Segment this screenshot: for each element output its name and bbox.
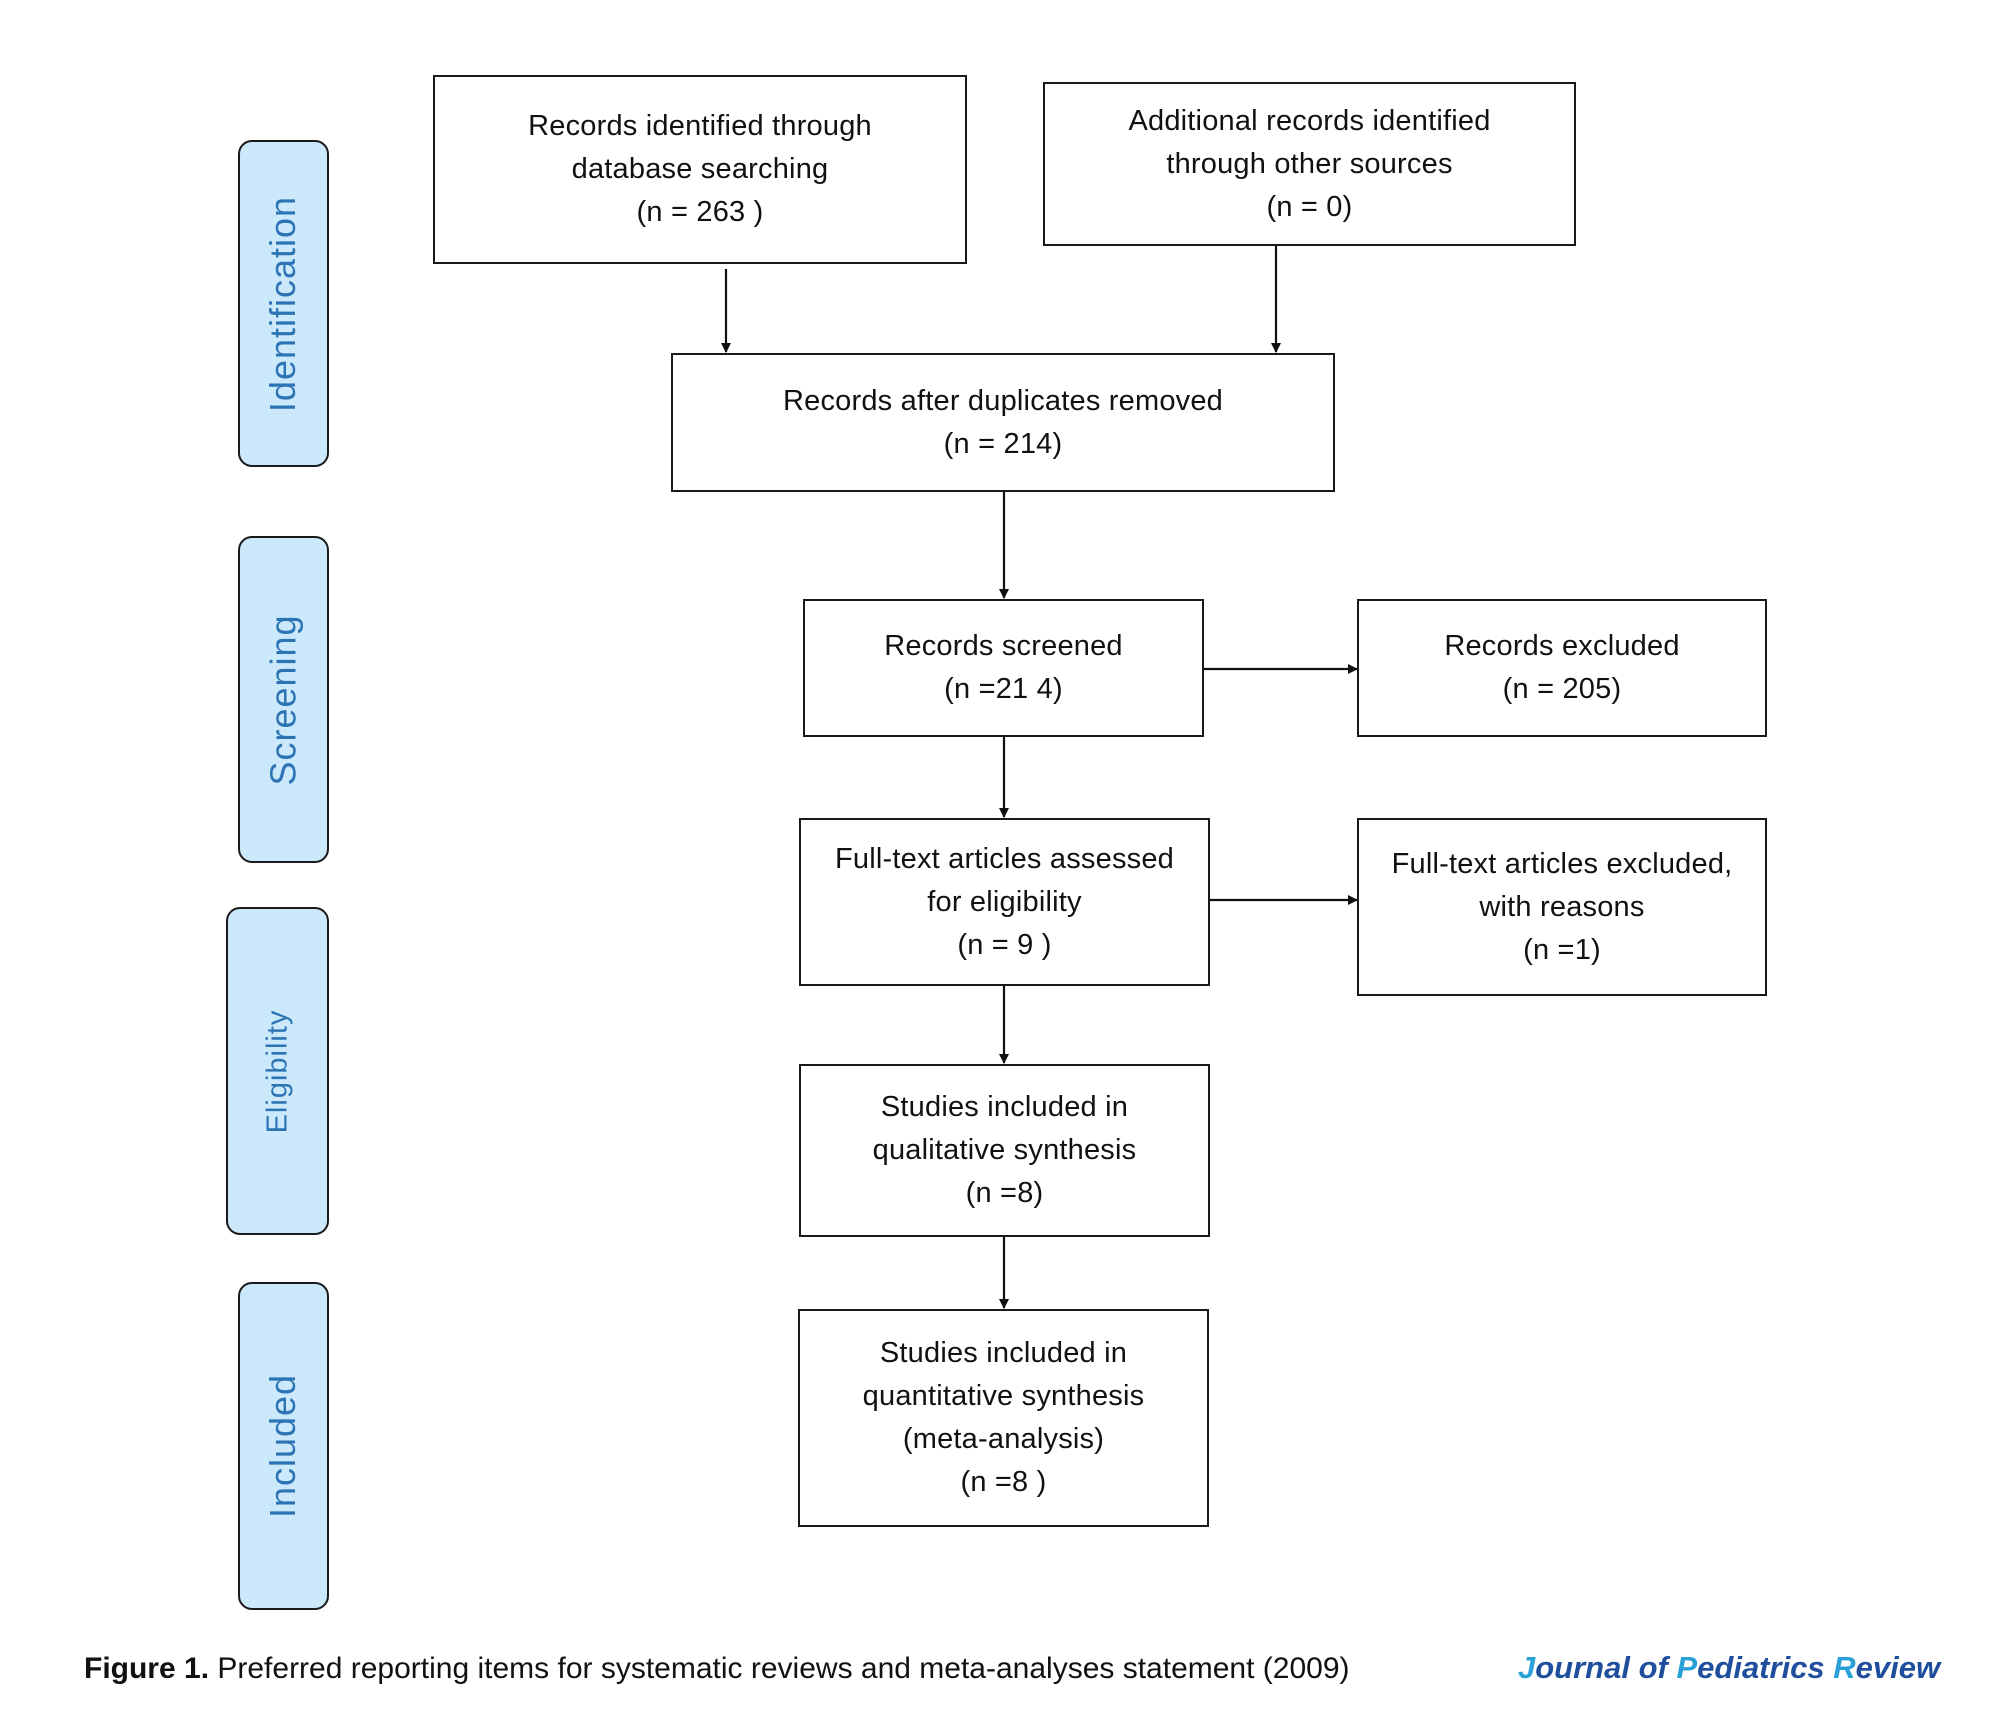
box-records-excluded: Records excluded (n = 205): [1357, 599, 1767, 737]
box-line: Full-text articles excluded,: [1391, 847, 1733, 880]
logo-text-ediatrics: ediatrics: [1697, 1650, 1834, 1685]
logo-text-eview: eview: [1855, 1650, 1941, 1685]
box-line: Records excluded: [1444, 630, 1680, 662]
box-fulltext-excluded-text: Full-text articles excluded, with reason…: [1392, 843, 1733, 972]
box-line: (n = 0): [1266, 190, 1353, 223]
box-fulltext-assessed: Full-text articles assessed for eligibil…: [799, 818, 1210, 986]
logo-letter-p: P: [1676, 1650, 1698, 1685]
box-records-screened: Records screened (n =21 4): [803, 599, 1204, 737]
box-line: Studies included in: [880, 1091, 1129, 1123]
box-line: Records screened: [884, 630, 1123, 662]
box-qualitative-synthesis-text: Studies included in qualitative synthesi…: [873, 1086, 1137, 1215]
box-line: Records identified through: [528, 110, 872, 142]
phase-identification: Identification: [238, 140, 329, 467]
logo-letter-r: R: [1833, 1650, 1856, 1685]
logo-letter-j: J: [1518, 1650, 1536, 1685]
figure-label: Figure 1.: [84, 1652, 210, 1685]
box-line: (meta-analysis): [902, 1423, 1105, 1455]
box-other-records-text: Additional records identified through ot…: [1128, 100, 1490, 229]
box-line: (n =8): [965, 1177, 1044, 1209]
figure-caption: Figure 1. Preferred reporting items for …: [84, 1652, 1350, 1686]
box-line: Studies included in: [879, 1337, 1128, 1369]
box-quantitative-synthesis: Studies included in quantitative synthes…: [798, 1309, 1209, 1527]
box-line: through other sources: [1166, 147, 1453, 180]
phase-screening: Screening: [238, 536, 329, 863]
box-qualitative-synthesis: Studies included in qualitative synthesi…: [799, 1064, 1210, 1237]
phase-identification-label: Identification: [262, 195, 304, 412]
logo-text-ournal-of: ournal of: [1535, 1650, 1677, 1685]
box-line: (n = 214): [943, 427, 1063, 460]
box-line: (n =1): [1523, 933, 1601, 966]
box-line: (n =21 4): [944, 673, 1063, 705]
box-fulltext-excluded: Full-text articles excluded, with reason…: [1357, 818, 1767, 996]
box-line: database searching: [571, 153, 829, 185]
box-line: (n = 9 ): [957, 928, 1052, 961]
box-line: (n = 205): [1502, 673, 1622, 705]
box-records-screened-text: Records screened (n =21 4): [884, 625, 1123, 711]
phase-included-label: Included: [262, 1373, 304, 1519]
journal-logo: Journal of Pediatrics Review: [1518, 1650, 1940, 1686]
box-line: qualitative synthesis: [872, 1134, 1137, 1166]
box-line: Full-text articles assessed: [834, 842, 1174, 875]
box-line: for eligibility: [927, 885, 1082, 918]
box-line: quantitative synthesis: [862, 1380, 1145, 1412]
phase-eligibility: Eligibility: [226, 907, 329, 1235]
box-fulltext-assessed-text: Full-text articles assessed for eligibil…: [835, 838, 1174, 967]
box-database-records-text: Records identified through database sear…: [528, 105, 872, 234]
box-line: Records after duplicates removed: [783, 384, 1223, 417]
phase-eligibility-label: Eligibility: [261, 1009, 294, 1133]
phase-screening-label: Screening: [262, 613, 304, 786]
box-database-records: Records identified through database sear…: [433, 75, 967, 264]
box-after-duplicates-text: Records after duplicates removed (n = 21…: [783, 380, 1223, 466]
box-line: (n =8 ): [960, 1466, 1047, 1498]
box-records-excluded-text: Records excluded (n = 205): [1444, 625, 1679, 711]
phase-included: Included: [238, 1282, 329, 1610]
box-line: Additional records identified: [1128, 104, 1491, 137]
box-quantitative-synthesis-text: Studies included in quantitative synthes…: [863, 1332, 1145, 1504]
box-other-records: Additional records identified through ot…: [1043, 82, 1576, 246]
box-after-duplicates: Records after duplicates removed (n = 21…: [671, 353, 1335, 492]
figure-caption-text: Preferred reporting items for systematic…: [209, 1652, 1350, 1685]
box-line: with reasons: [1479, 890, 1645, 923]
box-line: (n = 263 ): [636, 196, 764, 228]
